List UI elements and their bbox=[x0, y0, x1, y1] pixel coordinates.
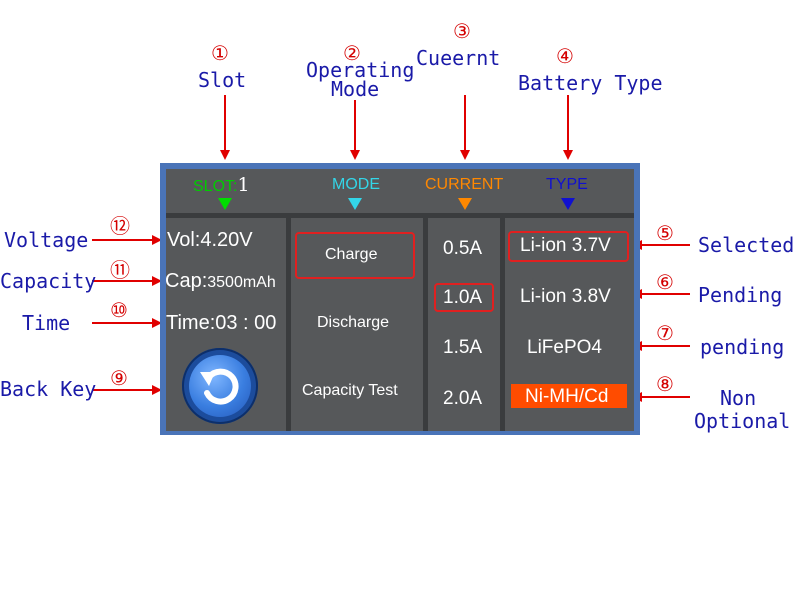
header-divider bbox=[166, 213, 634, 218]
time-readout: Time:03 : 00 bbox=[166, 312, 277, 334]
callout-mode-line2: Mode bbox=[331, 77, 380, 101]
header-current[interactable]: CURRENT bbox=[425, 176, 504, 193]
type-option-li-ion-3-7v[interactable]: Li-ion 3.7V bbox=[520, 235, 611, 256]
mode-discharge[interactable]: Discharge bbox=[317, 314, 390, 331]
callout-slot: Slot bbox=[198, 68, 247, 92]
callout-current: Cueernt bbox=[416, 46, 501, 70]
type-option-ni-mh-cd[interactable]: Ni-MH/Cd bbox=[525, 386, 609, 407]
callout-selected: Selected bbox=[698, 233, 795, 257]
callout-number-8: ⑧ bbox=[656, 372, 674, 396]
callout-number-2: ② bbox=[343, 41, 361, 65]
current-option-0-5a[interactable]: 0.5A bbox=[443, 238, 483, 259]
callout-number-11: ⑪ bbox=[110, 258, 130, 282]
callout-number-12: ⑫ bbox=[110, 214, 130, 238]
callout-optional: Optional bbox=[694, 409, 791, 433]
capacity-prefix: Cap: bbox=[165, 270, 208, 292]
callout-capacity: Capacity bbox=[0, 269, 97, 293]
current-option-2-0a[interactable]: 2.0A bbox=[443, 388, 483, 409]
header-slot[interactable]: SLOT:1 bbox=[193, 176, 250, 196]
capacity-readout: Cap:3500mAh bbox=[165, 270, 276, 293]
header-type[interactable]: TYPE bbox=[546, 176, 588, 193]
voltage-readout: Vol:4.20V bbox=[167, 229, 253, 251]
callout-number-10: ⑩ bbox=[110, 298, 128, 322]
callout-voltage: Voltage bbox=[4, 228, 89, 252]
capacity-value: 3500mAh bbox=[207, 274, 276, 291]
callout-number-1: ① bbox=[211, 41, 229, 65]
callout-number-6: ⑥ bbox=[656, 270, 674, 294]
callout-type: Battery Type bbox=[518, 71, 663, 95]
back-button-face bbox=[189, 355, 251, 417]
callout-number-3: ③ bbox=[453, 19, 471, 43]
current-down-triangle-icon bbox=[458, 198, 472, 210]
callout-number-7: ⑦ bbox=[656, 321, 674, 345]
column-divider-1 bbox=[286, 218, 291, 431]
callout-pending-2: pending bbox=[700, 335, 785, 359]
current-option-1-5a[interactable]: 1.5A bbox=[443, 337, 483, 358]
mode-selected-frame bbox=[295, 232, 415, 279]
type-selected-frame bbox=[508, 231, 629, 262]
current-selected-frame bbox=[434, 283, 494, 312]
callout-time: Time bbox=[22, 311, 71, 335]
header-slot-value: 1 bbox=[237, 174, 250, 196]
column-divider-2 bbox=[423, 218, 428, 431]
callout-pending-1: Pending bbox=[698, 283, 783, 307]
callout-number-9: ⑨ bbox=[110, 366, 128, 390]
header-mode[interactable]: MODE bbox=[332, 176, 380, 193]
callout-mode-line1: Operating bbox=[306, 58, 415, 82]
back-arrow-icon bbox=[200, 368, 239, 405]
slot-down-triangle-icon bbox=[218, 198, 232, 210]
callout-back-key: Back Key bbox=[0, 377, 97, 401]
type-down-triangle-icon bbox=[561, 198, 575, 210]
current-option-1-0a[interactable]: 1.0A bbox=[443, 287, 483, 308]
type-option-li-ion-3-8v[interactable]: Li-ion 3.8V bbox=[520, 286, 611, 307]
type-option-ni-mh-cd-highlight bbox=[511, 384, 627, 408]
back-button[interactable] bbox=[182, 348, 258, 424]
callout-number-4: ④ bbox=[556, 44, 574, 68]
header-slot-label: SLOT: bbox=[193, 178, 238, 195]
mode-capacity-test[interactable]: Capacity Test bbox=[302, 382, 398, 399]
mode-down-triangle-icon bbox=[348, 198, 362, 210]
callout-non: Non bbox=[720, 386, 757, 410]
type-option-lifepo4[interactable]: LiFePO4 bbox=[527, 337, 602, 358]
callout-number-5: ⑤ bbox=[656, 221, 674, 245]
column-divider-3 bbox=[500, 218, 505, 431]
mode-charge[interactable]: Charge bbox=[325, 246, 378, 263]
